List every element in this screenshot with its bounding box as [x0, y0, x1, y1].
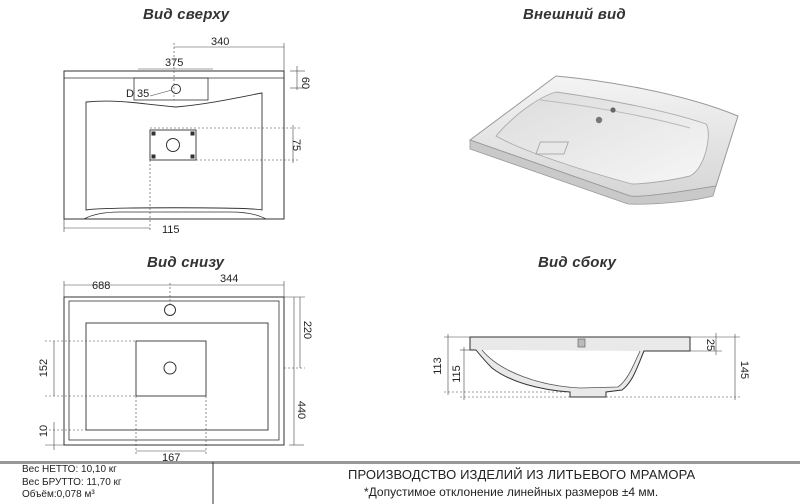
dim-top-d35: D 35: [126, 88, 149, 100]
bottom-tap-hole: [164, 304, 176, 316]
tap-hole: [171, 84, 181, 94]
footer-frame: [0, 461, 800, 504]
title-external-view: Внешний вид: [523, 6, 626, 23]
dim-top-75: 75: [290, 139, 302, 151]
bottom-view-drawing: [45, 281, 305, 455]
spec-gross-weight: Вес БРУТТО: 11,70 кг: [22, 476, 122, 488]
dim-bottom-440: 440: [295, 401, 307, 419]
spec-net-weight: Вес НЕТТО: 10,10 кг: [22, 464, 117, 475]
bottom-drain-hole: [163, 361, 177, 375]
dim-top-60: 60: [299, 77, 311, 89]
dim-top-375: 375: [165, 57, 183, 69]
title-top-view: Вид сверху: [143, 6, 230, 23]
spec-volume: Объём:0,078 м³: [22, 489, 95, 500]
basin-bowl: [495, 91, 709, 185]
dim-top-340: 340: [211, 36, 229, 48]
bottom-inner-recess: [85, 322, 269, 431]
drain-plate: [149, 129, 197, 161]
side-bowl-inner: [481, 349, 641, 389]
dim-side-113: 113: [432, 357, 444, 375]
tolerance-note: *Допустимое отклонение линейных размеров…: [364, 485, 659, 499]
dim-bottom-688: 688: [92, 280, 110, 292]
overflow-hole: [595, 116, 603, 124]
bottom-drain-box: [135, 340, 207, 397]
dim-side-115: 115: [451, 365, 463, 383]
drain-cover: [535, 141, 569, 155]
side-view-drawing: [444, 333, 740, 400]
faucet-hole: [610, 107, 616, 113]
production-note: ПРОИЗВОДСТВО ИЗДЕЛИЙ ИЗ ЛИТЬЕВОГО МРАМОР…: [348, 467, 696, 482]
tap-platform: [133, 77, 209, 101]
dim-top-115: 115: [162, 224, 180, 236]
bottom-view-outline: [63, 296, 285, 446]
external-view-drawing: [468, 75, 739, 205]
top-view-drawing: [63, 43, 305, 232]
dim-side-145: 145: [738, 361, 750, 379]
dim-side-25: 25: [704, 339, 716, 351]
dim-bottom-344: 344: [220, 273, 238, 285]
bowl-outline: [85, 92, 263, 211]
title-side-view: Вид сбоку: [538, 254, 617, 271]
title-bottom-view: Вид снизу: [147, 254, 225, 271]
drain-hole: [166, 138, 180, 152]
dim-bottom-152: 152: [38, 359, 50, 377]
spec-block: Вес НЕТТО: 10,10 кг Вес БРУТТО: 11,70 кг…: [22, 464, 122, 502]
dim-bottom-167: 167: [162, 452, 180, 464]
dim-bottom-10: 10: [38, 425, 50, 437]
dim-bottom-220: 220: [301, 321, 313, 339]
basin-front-edge: [469, 139, 717, 205]
